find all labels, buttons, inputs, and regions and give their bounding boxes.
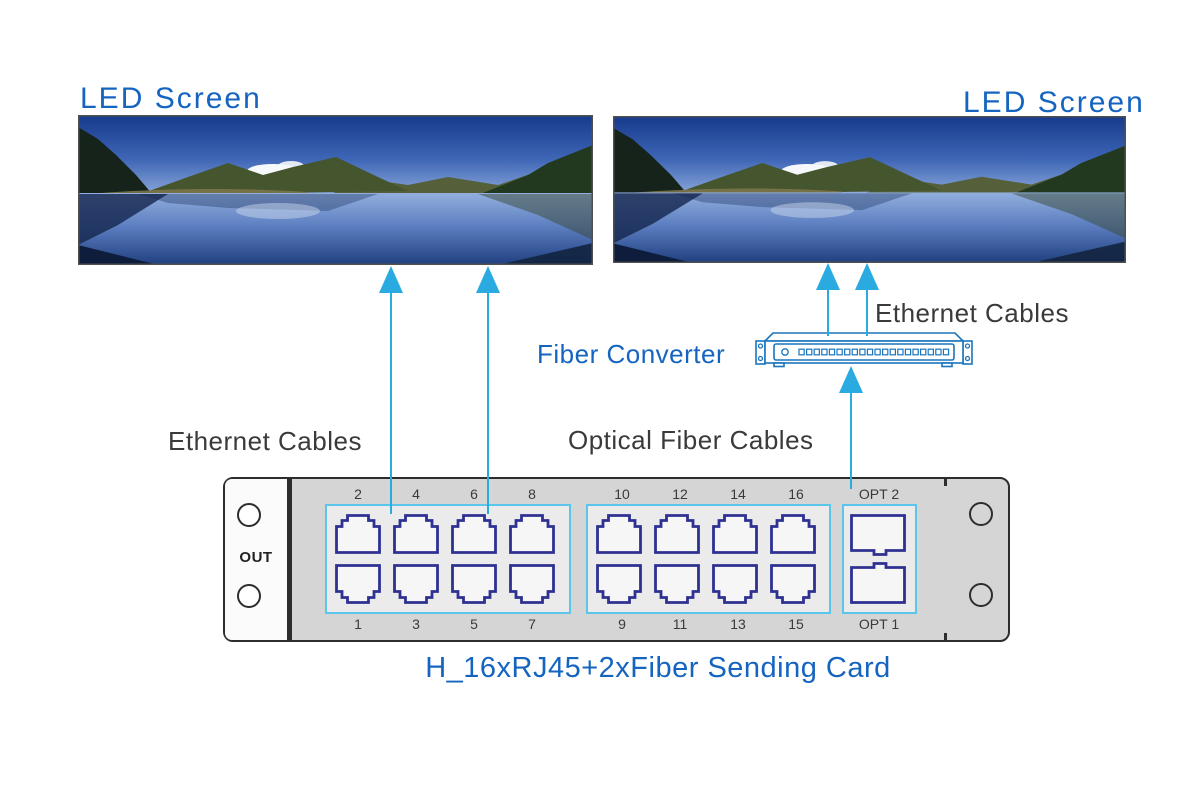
port-label-14: 14 [730,486,746,502]
port-label-9: 9 [618,616,626,632]
card-left-flange [225,479,292,640]
rj45-port-16 [770,514,816,554]
sending-card-device: OUT [223,477,1010,642]
port-label-11: 11 [672,616,688,632]
rj45-port-group-2 [586,504,831,614]
rj45-port-13 [712,564,758,604]
ethernet-cable-arrow-3 [816,263,840,336]
rj45-port-4 [393,514,439,554]
ethernet-cable-arrow-2 [476,266,500,514]
fiber-converter-label: Fiber Converter [537,339,726,369]
rj45-port-15 [770,564,816,604]
arrow-up-icon [855,263,879,290]
port-label-5: 5 [470,616,478,632]
port-label-2: 2 [354,486,362,502]
port-label-12: 12 [672,486,688,502]
port-label-16: 16 [788,486,804,502]
panel-notch [944,633,947,640]
rj45-port-6 [451,514,497,554]
port-label-13: 13 [730,616,746,632]
rj45-port-11 [654,564,700,604]
port-label-8: 8 [528,486,536,502]
arrow-up-icon [476,266,500,293]
screw-hole [237,503,261,527]
rj45-port-10 [596,514,642,554]
port-label-opt2: OPT 2 [858,486,900,502]
converter-power-led [781,348,789,356]
led-screen-right-image [613,116,1126,263]
arrow-up-icon [816,263,840,290]
rj45-port-group-1 [325,504,571,614]
ethernet-cable-arrow-4 [855,263,879,336]
sending-card-title: H_16xRJ45+2xFiber Sending Card [425,652,891,684]
rj45-port-9 [596,564,642,604]
ethernet-cables-bottom-label: Ethernet Cables [168,426,362,456]
ethernet-cables-top-label: Ethernet Cables [875,298,1069,328]
rj45-port-5 [451,564,497,604]
led-screen-left-image [78,115,593,265]
optical-port-group [842,504,917,614]
fiber-converter-device [755,332,973,368]
rj45-port-7 [509,564,555,604]
screw-hole [969,583,993,607]
rj45-port-3 [393,564,439,604]
rj45-port-1 [335,564,381,604]
ethernet-cable-arrow-1 [379,266,403,514]
port-label-6: 6 [470,486,478,502]
port-label-4: 4 [412,486,420,502]
fiber-port-opt2 [850,514,906,556]
screw-hole [237,584,261,608]
port-label-3: 3 [412,616,420,632]
converter-port-row [798,348,950,356]
led-screen-right-label: LED Screen [963,86,1145,119]
optical-fiber-cables-label: Optical Fiber Cables [568,425,814,455]
rj45-port-2 [335,514,381,554]
rj45-port-12 [654,514,700,554]
optical-fiber-cable-arrow [839,366,863,489]
port-label-opt1: OPT 1 [858,616,900,632]
out-label: OUT [239,549,273,566]
port-label-1: 1 [354,616,362,632]
port-label-15: 15 [788,616,804,632]
arrow-up-icon [379,266,403,293]
port-label-7: 7 [528,616,536,632]
rj45-port-14 [712,514,758,554]
fiber-port-opt1 [850,562,906,604]
screw-hole [969,502,993,526]
rj45-port-8 [509,514,555,554]
panel-notch [944,479,947,486]
arrow-up-icon [839,366,863,393]
port-label-10: 10 [614,486,630,502]
led-screen-left-label: LED Screen [80,82,262,115]
